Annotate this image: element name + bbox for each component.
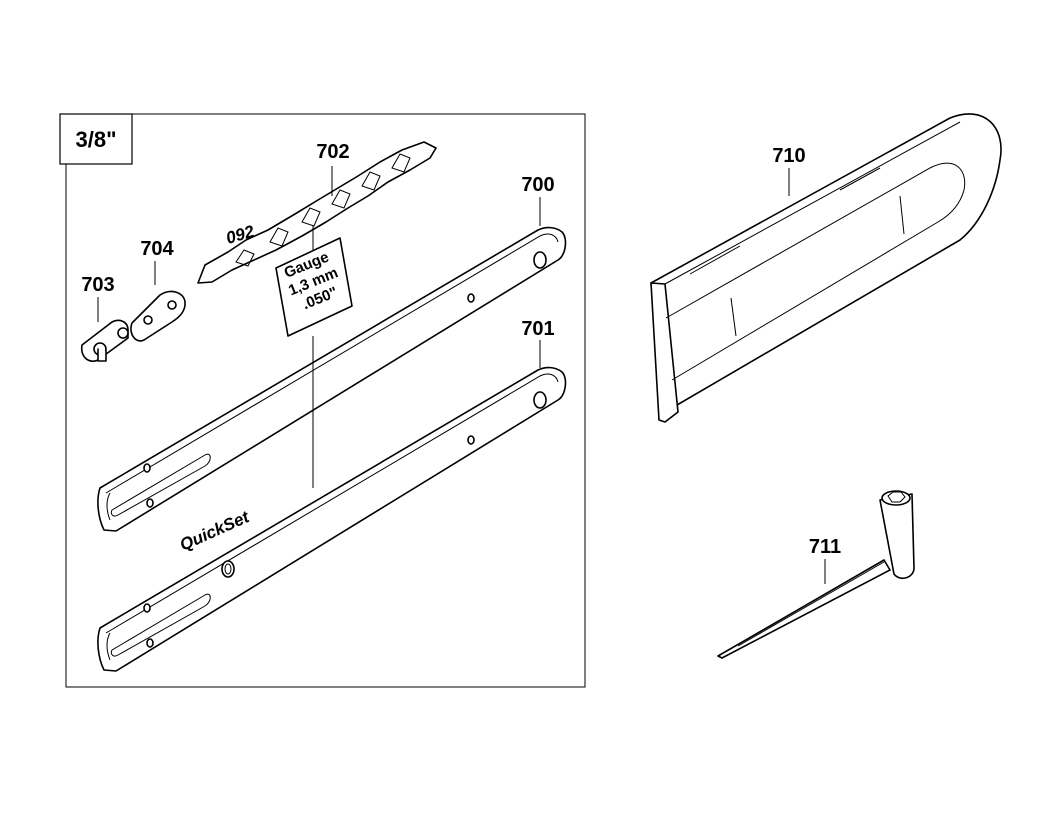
part-numbers: 702 700 701 704 703 710 711 — [81, 141, 841, 558]
group-label-box — [59, 113, 133, 165]
rivet-link-703 — [80, 319, 129, 362]
part-number-710: 710 — [772, 145, 805, 167]
guide-bar-700 — [97, 226, 567, 532]
part-number-701: 701 — [521, 318, 554, 340]
side-link-704 — [130, 290, 186, 342]
part-number-702: 702 — [316, 141, 349, 163]
group-label: 3/8" — [75, 127, 116, 152]
part-number-700: 700 — [521, 174, 554, 196]
part-number-711: 711 — [809, 536, 841, 558]
saw-chain-702: 092 — [197, 141, 437, 284]
group-frame: 3/8" — [59, 113, 586, 688]
part-number-703: 703 — [81, 274, 114, 296]
chain-cover-710 — [650, 113, 1002, 423]
leader-lines — [97, 166, 826, 584]
t-wrench-711 — [717, 490, 915, 659]
part-number-704: 704 — [140, 238, 174, 260]
gauge-box: Gauge 1,3 mm .050" — [275, 237, 353, 337]
guide-bar-701: QuickSet — [97, 366, 567, 672]
